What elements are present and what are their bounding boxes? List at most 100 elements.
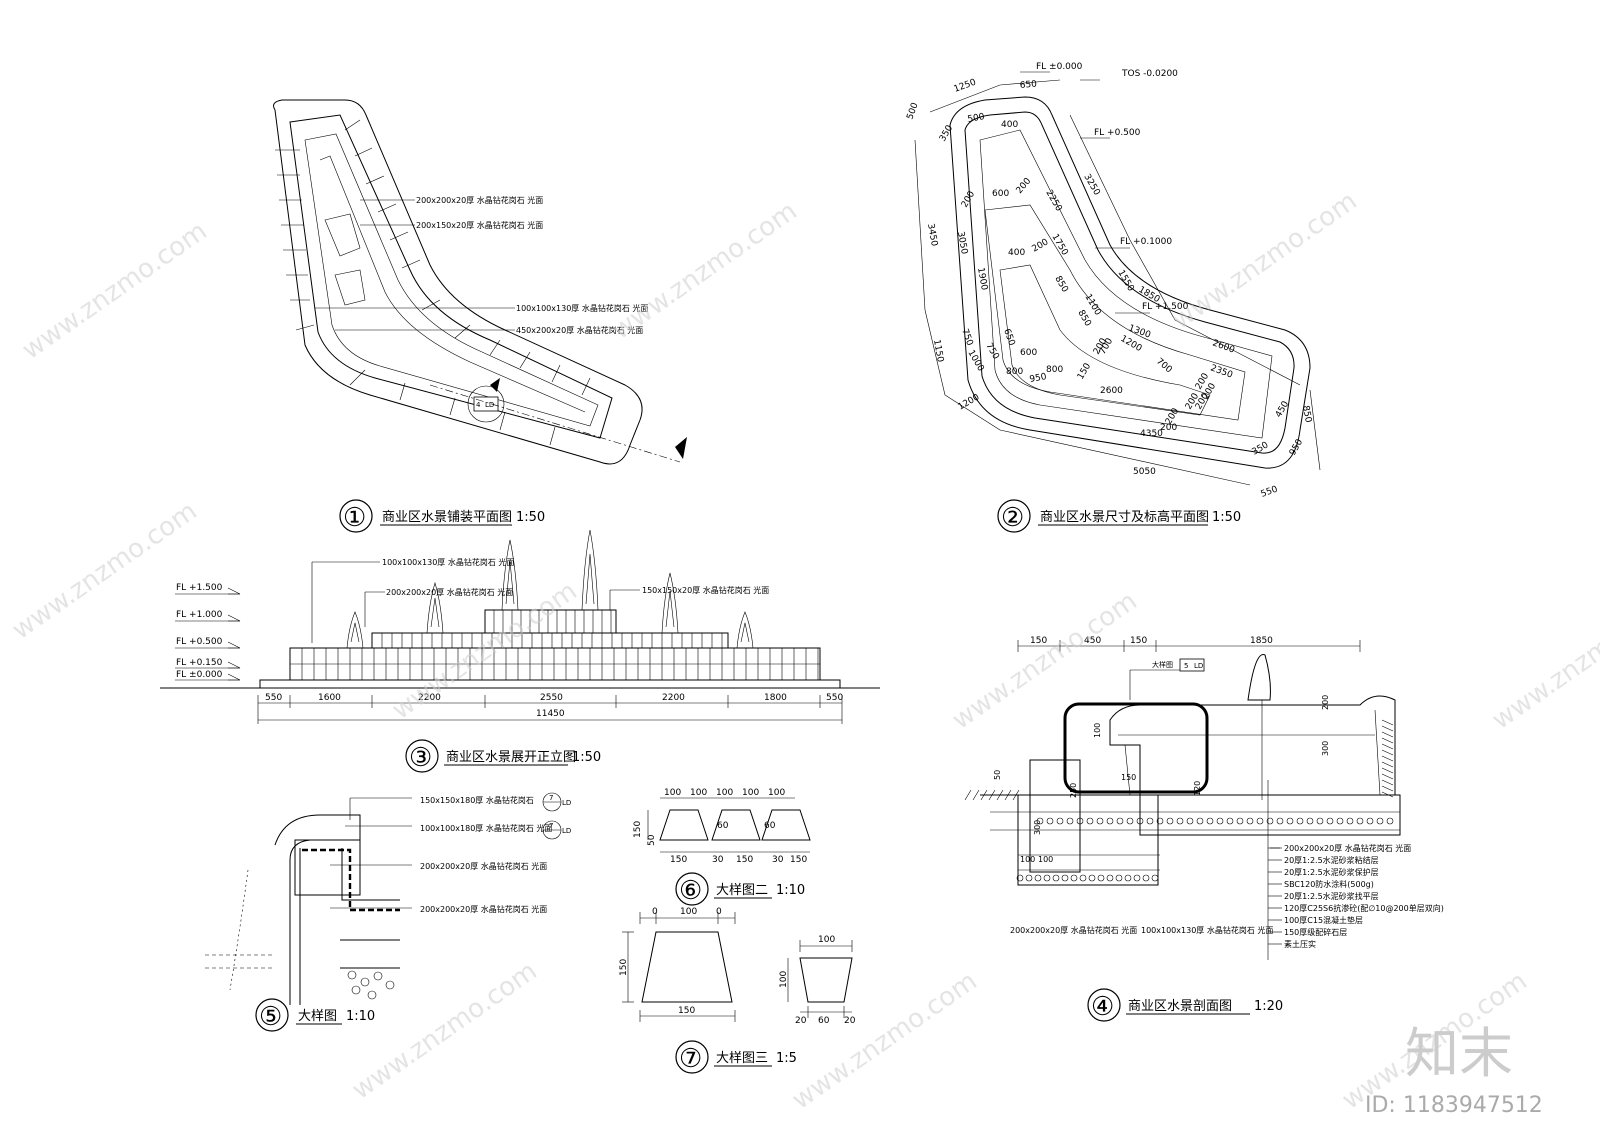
section-4: 150 450 150 1850 大样图 5 LD 200x200x20厚 水晶… (964, 636, 1444, 1022)
plan2-el-4: FL +1.500 (1142, 302, 1189, 312)
elev3-dim-3: 2550 (540, 693, 563, 703)
elev3-level-4: FL ±0.000 (176, 670, 223, 680)
elev3-callout-2: 150x150x20厚 水晶钻花岗石 光面 (642, 585, 769, 595)
det7-b-top: 100 (818, 935, 835, 945)
det7-b-side: 100 (779, 971, 789, 988)
elev3-dim-0: 550 (265, 693, 282, 703)
wm-site-9: www.znzmo.com (787, 966, 983, 1116)
elev3-level-0: FL +1.500 (176, 583, 223, 593)
det5-scale: 1:10 (346, 1009, 375, 1024)
det5-title: 大样图 (298, 1009, 337, 1024)
det7-b-bot-1: 60 (818, 1016, 830, 1026)
sec4-vdim-3: 300 (1321, 741, 1330, 756)
sec4-top-3: 1850 (1250, 636, 1273, 646)
det6-scale: 1:10 (776, 883, 805, 898)
detail-7: 0 100 0 150 150 100 100 20 60 20 ⑦ 大样图三 … (619, 907, 856, 1074)
det6-top-2: 100 (716, 788, 733, 798)
wm-site-1: www.znzmo.com (17, 216, 213, 366)
wm-site-7: www.znzmo.com (1487, 586, 1600, 736)
wm-site-3: www.znzmo.com (1167, 186, 1363, 336)
plan2-dim-label: 5050 (1133, 467, 1156, 477)
plan1-callout-1: 200x200x20厚 水晶钻花岗石 光面 (416, 195, 543, 205)
det7-a-side: 150 (619, 959, 629, 976)
plan2-dim-label: 4350 (1140, 429, 1163, 439)
plan2-dim-label: 2600 (1100, 386, 1123, 396)
elev3-total: 11450 (536, 709, 565, 719)
det6-top-0: 100 (664, 788, 681, 798)
elev3-level-2: FL +0.500 (176, 637, 223, 647)
plan2-dim-label: 3250 (1081, 173, 1101, 198)
det5-tag-sheet-a: LD (562, 799, 571, 807)
det6-bot-0: 150 (670, 855, 687, 865)
plan2-dim-label: 3050 (955, 231, 969, 256)
plan1-title: 商业区水景铺装平面图 (382, 510, 512, 525)
plan2-dim-label: 350 (938, 123, 955, 143)
sec4-vdim-6: 300 (1033, 820, 1042, 835)
fountain-jet (346, 611, 364, 649)
fountain-jet (501, 539, 519, 611)
det7-a-bottom: 150 (678, 1006, 695, 1016)
det7-a-top-0: 0 (652, 907, 658, 917)
sec4-title: 商业区水景剖面图 (1128, 999, 1232, 1014)
elev3-callout-0: 100x100x130厚 水晶钻花岗石 光面 (382, 557, 514, 567)
plan2-dim-label: 650 (1001, 328, 1016, 348)
det6-left-0: 150 (633, 821, 643, 838)
plan2-dim-label: 500 (967, 112, 986, 125)
elev-mid-tier (371, 632, 729, 649)
elevation-3: FL +1.500 FL +1.000 FL +0.500 FL +0.150 … (160, 529, 880, 773)
wm-site-8: www.znzmo.com (347, 956, 543, 1106)
plan2-number: ② (1001, 503, 1024, 533)
elev3-dim-2: 2200 (418, 693, 441, 703)
det5-callout-0: 150x150x180厚 水晶钻花岗石 (420, 795, 534, 805)
plan-1-paving: 4 LD 200x200x20厚 水晶钻花岗石 光面 200x150x20厚 水… (273, 99, 687, 533)
det5-number: ⑤ (259, 1002, 282, 1032)
fountain-jet (661, 572, 679, 634)
plan2-el-3: FL +0.1000 (1120, 237, 1172, 247)
sec4-vdim-7: 250 (1069, 783, 1078, 798)
sec4-scale: 1:20 (1254, 999, 1283, 1014)
plan2-dim-label: 600 (1020, 348, 1037, 358)
plan2-dim-label: 150 (1076, 361, 1093, 381)
sec4-layer-label: 20厚1:2.5水泥砂浆保护层 (1284, 867, 1379, 877)
sec4-layer-labels: 200x200x20厚 水晶钻花岗石 光面20厚1:2.5水泥砂浆粘结层20厚1… (1268, 843, 1444, 949)
sec4-layer-label: 100厚C15混凝土垫层 (1284, 915, 1363, 925)
sec4-bottom-1: 100x100x130厚 水晶钻花岗石 光面 (1141, 925, 1273, 935)
plan2-dim-label: 2350 (1209, 363, 1234, 380)
sec4-layer-label: SBC120防水涂料(500g) (1284, 879, 1374, 889)
sec4-top-0: 150 (1030, 636, 1047, 646)
elev3-callout-1: 200x200x20厚 水晶钻花岗石 光面 (386, 587, 513, 597)
plan2-dim-label: 950 (1029, 372, 1048, 385)
plan2-dim-label: 800 (1006, 367, 1023, 377)
det6-bot-3: 30 (772, 855, 784, 865)
det6-left-1: 50 (647, 834, 657, 846)
plan1-callout-3: 100x100x130厚 水晶钻花岗石 光面 (516, 303, 648, 313)
sec4-layer-label: 20厚1:2.5水泥砂浆粘结层 (1284, 855, 1379, 865)
plan1-tag-num: 4 (476, 401, 481, 409)
det7-b-bot-0: 20 (795, 1016, 807, 1026)
elev3-dim-6: 550 (826, 693, 843, 703)
plan2-dim-label: 200 (1031, 237, 1051, 254)
sec4-vdim-1: 100 (1093, 723, 1102, 738)
plan2-dim-label: 750 (959, 328, 974, 348)
plan1-scale: 1:50 (516, 510, 545, 525)
plan2-dim-label: 200 (1160, 423, 1177, 433)
elev3-dim-4: 2200 (662, 693, 685, 703)
sec4-vdim-9: 100 (1038, 855, 1053, 864)
wm-site-2: www.znzmo.com (607, 196, 803, 346)
det6-top-1: 100 (690, 788, 707, 798)
det6-stone (711, 809, 761, 841)
plan-2-dimensions: FL ±0.000 TOS -0.0200 FL +0.500 FL +0.10… (905, 62, 1321, 533)
sec4-layer-label: 120厚C25S6抗渗砼(配∅10@200单层双向) (1284, 903, 1444, 913)
sec4-detail-label: 大样图 (1152, 660, 1173, 669)
det6-number: ⑥ (679, 876, 702, 906)
plan2-title: 商业区水景尺寸及标高平面图 (1040, 509, 1209, 525)
fountain-jet (426, 581, 444, 634)
det6-top-3: 100 (742, 788, 759, 798)
det7-scale: 1:5 (776, 1051, 797, 1066)
sec4-bottom-0: 200x200x20厚 水晶钻花岗石 光面 (1010, 925, 1137, 935)
det7-a-top-2: 0 (716, 907, 722, 917)
det5-callout-1: 100x100x180厚 水晶钻花岗石 光面 (420, 823, 552, 833)
plan2-dim-label: 1200 (957, 392, 982, 412)
det6-bot-4: 150 (790, 855, 807, 865)
